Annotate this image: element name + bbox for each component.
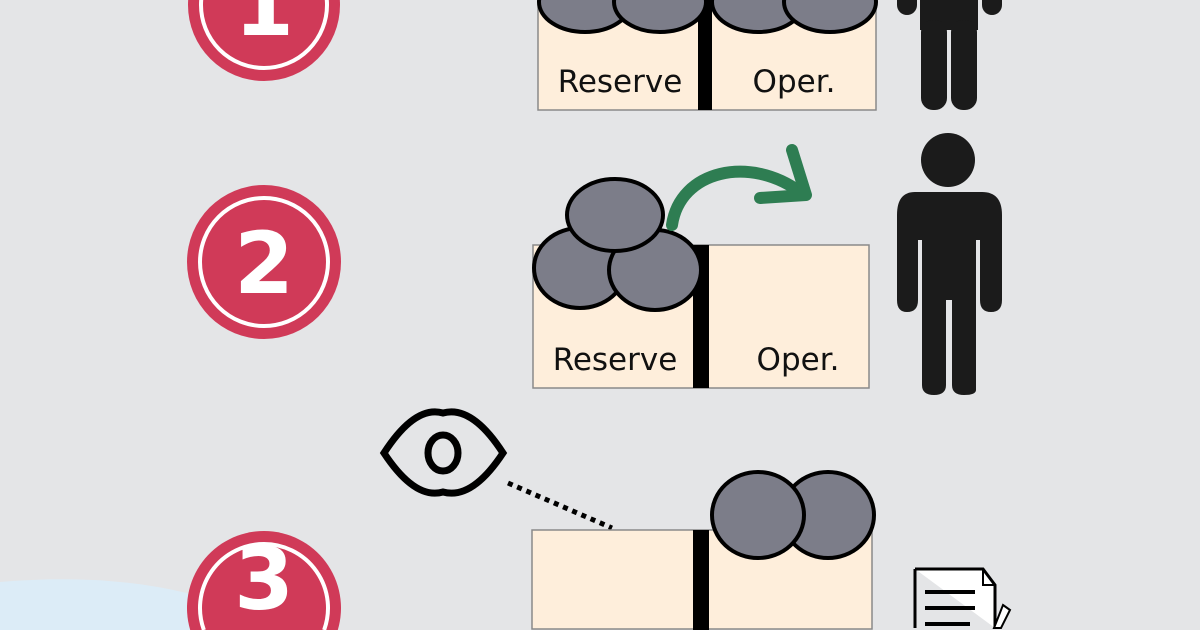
divider	[693, 530, 709, 630]
operating-label: Oper.	[757, 342, 840, 378]
step-badge-3: 3	[187, 530, 341, 630]
step-number: 3	[234, 530, 294, 630]
step-1: 1 Reserve Oper.	[188, 0, 1002, 111]
step-number: 2	[234, 214, 294, 314]
step-badge-2: 2	[187, 185, 341, 339]
stone	[612, 0, 708, 34]
operating-label: Oper.	[753, 64, 836, 100]
line-of-sight	[507, 480, 613, 531]
step-2: 2 Reserve Oper.	[187, 133, 1002, 395]
step-badge-1: 1	[188, 0, 340, 81]
eye-icon	[379, 408, 508, 497]
transfer-arrow-icon	[666, 144, 812, 231]
stone	[565, 177, 665, 253]
divider	[698, 0, 712, 110]
reserve-label: Reserve	[553, 342, 678, 378]
stone	[710, 470, 806, 560]
document-icon	[913, 567, 1012, 629]
step-3: 3	[187, 408, 1012, 630]
reserve-label: Reserve	[558, 64, 683, 100]
person-icon	[897, 0, 1002, 110]
person-icon	[897, 133, 1002, 395]
stone	[782, 0, 878, 34]
step-number: 1	[234, 0, 294, 56]
